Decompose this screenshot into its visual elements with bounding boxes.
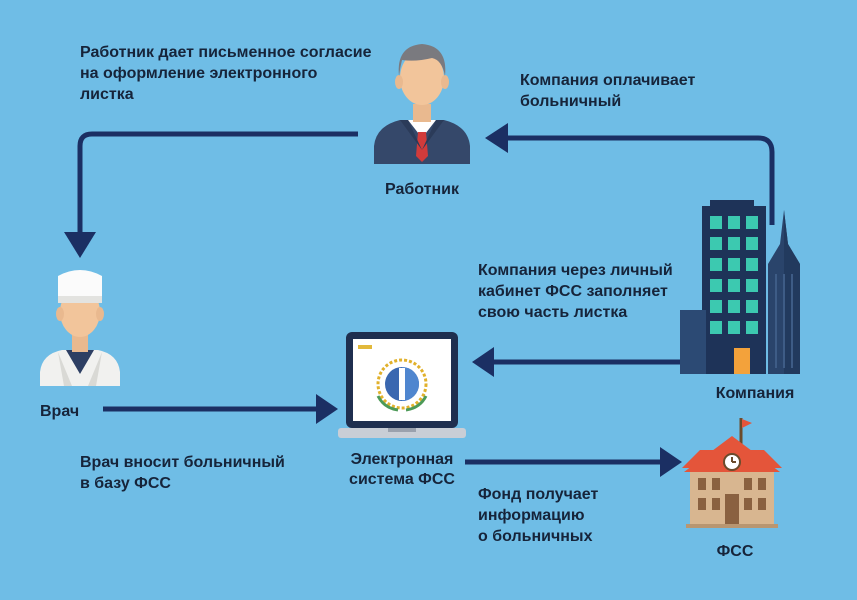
fss-emblem-icon: [376, 358, 428, 412]
arrow-head-worker: [485, 123, 508, 153]
system-label: Электронная система ФСС: [349, 451, 455, 488]
arrow-head-doctor: [64, 232, 96, 258]
arrow-company-to-worker: [505, 135, 775, 225]
window: [710, 279, 722, 292]
step-doctor-enters: Врач вносит больничный в базу ФСС: [80, 454, 285, 492]
fss-building-icon: [682, 418, 782, 528]
company-label: Компания: [715, 385, 795, 402]
worker-label: Работник: [385, 181, 459, 198]
window: [746, 300, 758, 313]
window: [728, 300, 740, 313]
doctor-label: Врач: [40, 403, 80, 420]
window: [728, 237, 740, 250]
window: [710, 237, 722, 250]
arrow-head-system-right: [316, 394, 338, 424]
step-company-pays: Компания оплачивает больничный: [520, 72, 696, 110]
step-worker-consent: Работник дает письменное согласие на офо…: [80, 44, 372, 103]
window: [728, 216, 740, 229]
arrow-worker-to-doctor: [77, 131, 358, 238]
step-company-fills: Компания через личный кабинет ФСС заполн…: [478, 262, 673, 321]
step-fund-receives: Фонд получает информацию о больничных: [478, 486, 599, 545]
laptop-icon: [338, 332, 466, 438]
window: [728, 279, 740, 292]
window: [710, 300, 722, 313]
window: [710, 321, 722, 334]
window: [710, 216, 722, 229]
window: [728, 258, 740, 271]
arrow-head-system-left: [472, 347, 494, 377]
worker-icon: [374, 44, 470, 164]
window: [746, 279, 758, 292]
arrow-head-fss: [660, 447, 682, 477]
window: [746, 258, 758, 271]
window: [746, 321, 758, 334]
window: [746, 216, 758, 229]
doctor-icon: [40, 270, 120, 386]
window: [710, 258, 722, 271]
window: [746, 237, 758, 250]
window: [728, 321, 740, 334]
fss-label: ФСС: [716, 543, 754, 560]
company-building-icon: [680, 200, 800, 374]
